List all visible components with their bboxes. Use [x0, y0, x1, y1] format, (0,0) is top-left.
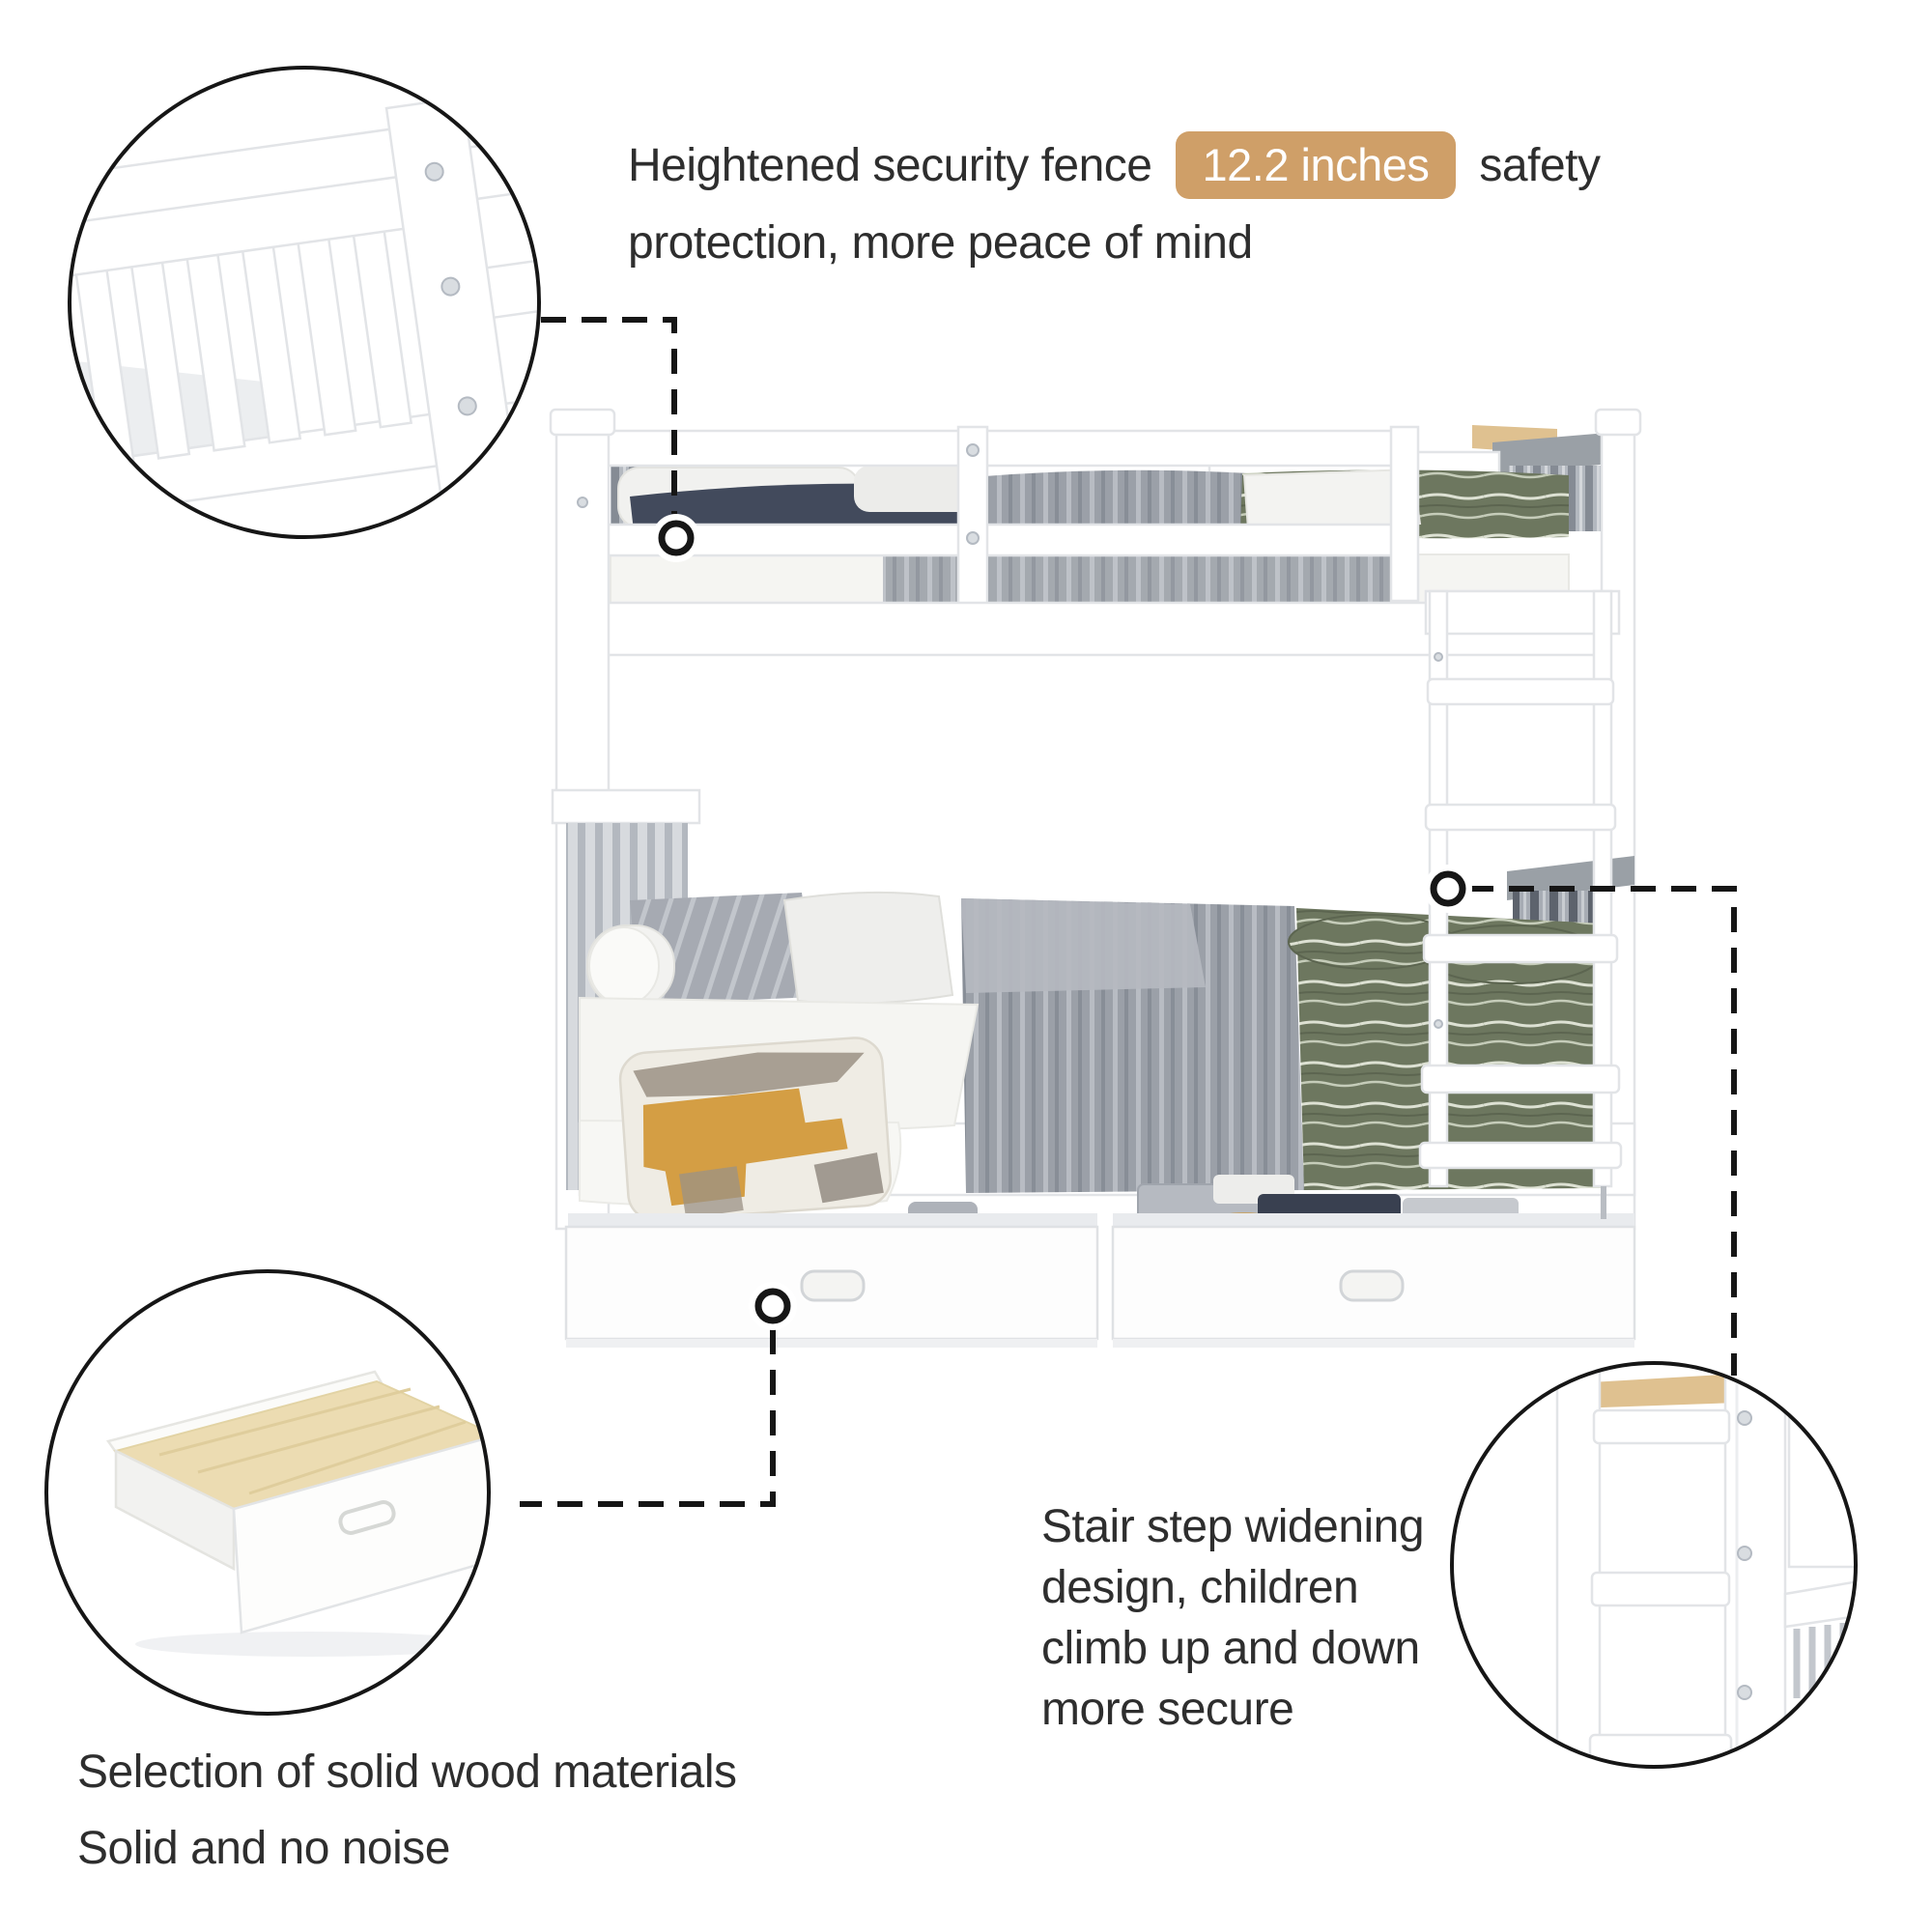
- fence-zoom-circle-border: [68, 66, 541, 539]
- drawer-handle-left: [800, 1269, 866, 1302]
- drawer-zoom-circle-border: [44, 1269, 491, 1716]
- fence-zoom-callout: [68, 66, 541, 539]
- ladder-annotation: Stair step widening design, children cli…: [1041, 1497, 1425, 1741]
- ladder-zoom-circle-border: [1450, 1361, 1858, 1769]
- fence-leader-line: [541, 317, 677, 514]
- drawer-handle-right: [1339, 1269, 1405, 1302]
- fence-callout-ring-icon: [658, 520, 695, 556]
- fence-annotation-line1: Heightened security fence 12.2 inches sa…: [628, 131, 1601, 200]
- ladder-leader-line: [1468, 886, 1737, 1376]
- bunk-bed-illustration: [549, 408, 1642, 1348]
- ladder-annotation-line2: design, children: [1041, 1561, 1359, 1613]
- ladder-callout-ring-icon: [1430, 870, 1466, 907]
- fence-annotation-text-prefix: Heightened security fence: [628, 139, 1152, 191]
- drawer-zoom-callout: [44, 1269, 491, 1716]
- drawer-zoom-detail: [105, 1370, 489, 1657]
- callout-leaders: [520, 317, 1737, 1507]
- fence-annotation: Heightened security fence 12.2 inches sa…: [628, 131, 1601, 270]
- materials-annotation: Selection of solid wood materials Solid …: [77, 1735, 737, 1887]
- ladder-zoom-callout: [1450, 1361, 1858, 1769]
- materials-annotation-line2: Solid and no noise: [77, 1822, 450, 1874]
- throw-pillow: [618, 1037, 893, 1222]
- upper-back-rail: [1492, 431, 1631, 475]
- fence-annotation-line2: protection, more peace of mind: [628, 217, 1253, 270]
- fence-zoom-detail: [70, 96, 539, 537]
- storage-drawers: [564, 1213, 1636, 1348]
- materials-annotation-line1: Selection of solid wood materials: [77, 1747, 737, 1798]
- fence-annotation-text-suffix: safety: [1479, 139, 1601, 191]
- ladder-annotation-line3: climb up and down: [1041, 1622, 1420, 1674]
- height-badge: 12.2 inches: [1175, 131, 1457, 200]
- drawer-leader-line: [520, 1329, 776, 1507]
- ladder-annotation-line4: more secure: [1041, 1683, 1294, 1735]
- ladder-annotation-line1: Stair step widening: [1041, 1501, 1425, 1552]
- drawer-callout-ring-icon: [754, 1288, 791, 1324]
